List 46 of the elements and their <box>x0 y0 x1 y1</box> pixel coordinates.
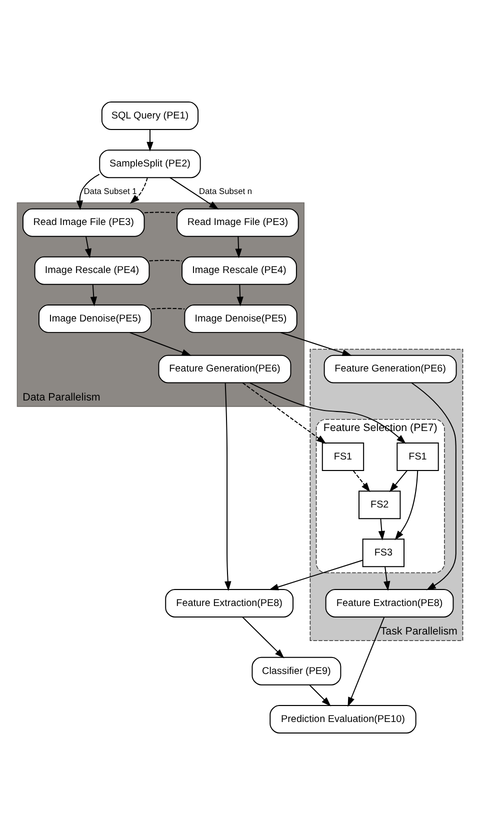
arrow <box>90 284 98 306</box>
arrow <box>130 177 148 204</box>
arrow <box>235 236 242 258</box>
node-box: Read Image File (PE3) <box>176 208 299 237</box>
node-box: Feature Generation(PE6) <box>324 354 457 384</box>
arrow <box>249 382 406 444</box>
arrow <box>169 177 219 210</box>
connector <box>150 308 186 310</box>
arrow <box>268 560 364 590</box>
node-box: Classifier (PE9) <box>252 656 342 686</box>
arrow <box>242 382 326 444</box>
arrow <box>236 284 244 306</box>
node-box: SQL Query (PE1) <box>101 102 199 130</box>
arrow <box>411 382 456 590</box>
arrow <box>309 684 331 706</box>
connector <box>148 260 182 262</box>
node-box: Feature Extraction(PE8) <box>165 589 294 618</box>
arrow <box>389 470 408 492</box>
arrow <box>384 566 390 591</box>
arrow <box>348 616 385 707</box>
node-box: FS2 <box>358 490 401 520</box>
arrow <box>378 518 386 541</box>
node-box: Feature Extraction(PE8) <box>325 589 454 618</box>
node-box: Prediction Evaluation(PE10) <box>270 705 416 734</box>
arrow <box>146 129 154 152</box>
arrow <box>394 470 418 540</box>
edge-label: Data Subset n <box>198 186 252 196</box>
arrow <box>224 382 232 591</box>
node-box: Image Denoise(PE5) <box>184 304 298 333</box>
node-box: Image Denoise(PE5) <box>38 304 152 333</box>
node-box: Feature Generation(PE6) <box>158 354 292 384</box>
arrow <box>242 616 284 658</box>
node-box: FS1 <box>396 442 439 472</box>
arrow <box>84 236 92 258</box>
node-box: FS1 <box>322 442 364 472</box>
arrow <box>352 470 370 492</box>
node-box: Image Rescale (PE4) <box>182 256 297 285</box>
arrow <box>280 332 352 356</box>
arrow <box>129 332 192 356</box>
connector <box>144 212 178 214</box>
edge-label: Data Subset 1 <box>84 186 137 196</box>
arrow <box>76 174 100 210</box>
node-box: Image Rescale (PE4) <box>34 256 150 285</box>
node-box: Read Image File (PE3) <box>22 208 145 237</box>
node-box: FS3 <box>362 538 405 568</box>
node-box: SampleSplit (PE2) <box>99 150 201 178</box>
